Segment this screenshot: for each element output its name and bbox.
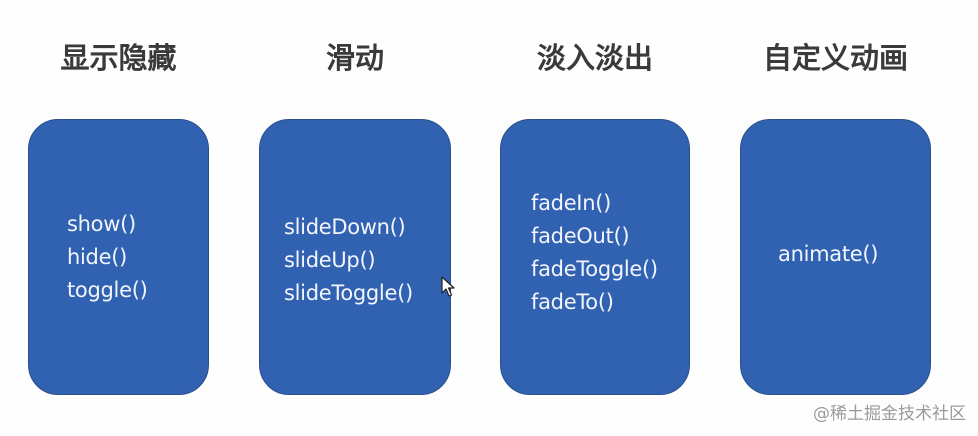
method-item: toggle() xyxy=(67,277,148,302)
method-item: hide() xyxy=(67,244,127,269)
column-title-fade: 淡入淡出 xyxy=(536,41,653,75)
method-item: animate() xyxy=(778,241,879,266)
method-list: fadeIn() fadeOut() fadeToggle() fadeTo() xyxy=(531,187,689,319)
method-item: show() xyxy=(67,211,136,236)
column-title-slide: 滑动 xyxy=(325,41,384,75)
method-item: slideUp() xyxy=(284,247,376,272)
method-list: slideDown() slideUp() slideToggle() xyxy=(284,211,450,310)
mouse-pointer-icon xyxy=(441,276,455,297)
method-item: fadeTo() xyxy=(531,290,614,314)
watermark: @稀土掘金技术社区 xyxy=(813,404,966,424)
card-custom-animation: animate() xyxy=(740,119,931,395)
column-title-custom-animation: 自定义动画 xyxy=(762,41,908,75)
method-item: fadeOut() xyxy=(531,224,630,248)
method-item: fadeToggle() xyxy=(531,257,658,281)
card-slide: slideDown() slideUp() slideToggle() xyxy=(259,119,451,395)
method-list: animate() xyxy=(778,238,930,271)
card-show-hide: show() hide() toggle() xyxy=(28,119,209,395)
column-title-show-hide: 显示隐藏 xyxy=(60,41,177,75)
method-list: show() hide() toggle() xyxy=(67,208,208,307)
method-item: slideToggle() xyxy=(284,280,413,305)
method-item: fadeIn() xyxy=(531,191,612,215)
method-item: slideDown() xyxy=(284,214,406,239)
card-fade: fadeIn() fadeOut() fadeToggle() fadeTo() xyxy=(500,119,690,395)
